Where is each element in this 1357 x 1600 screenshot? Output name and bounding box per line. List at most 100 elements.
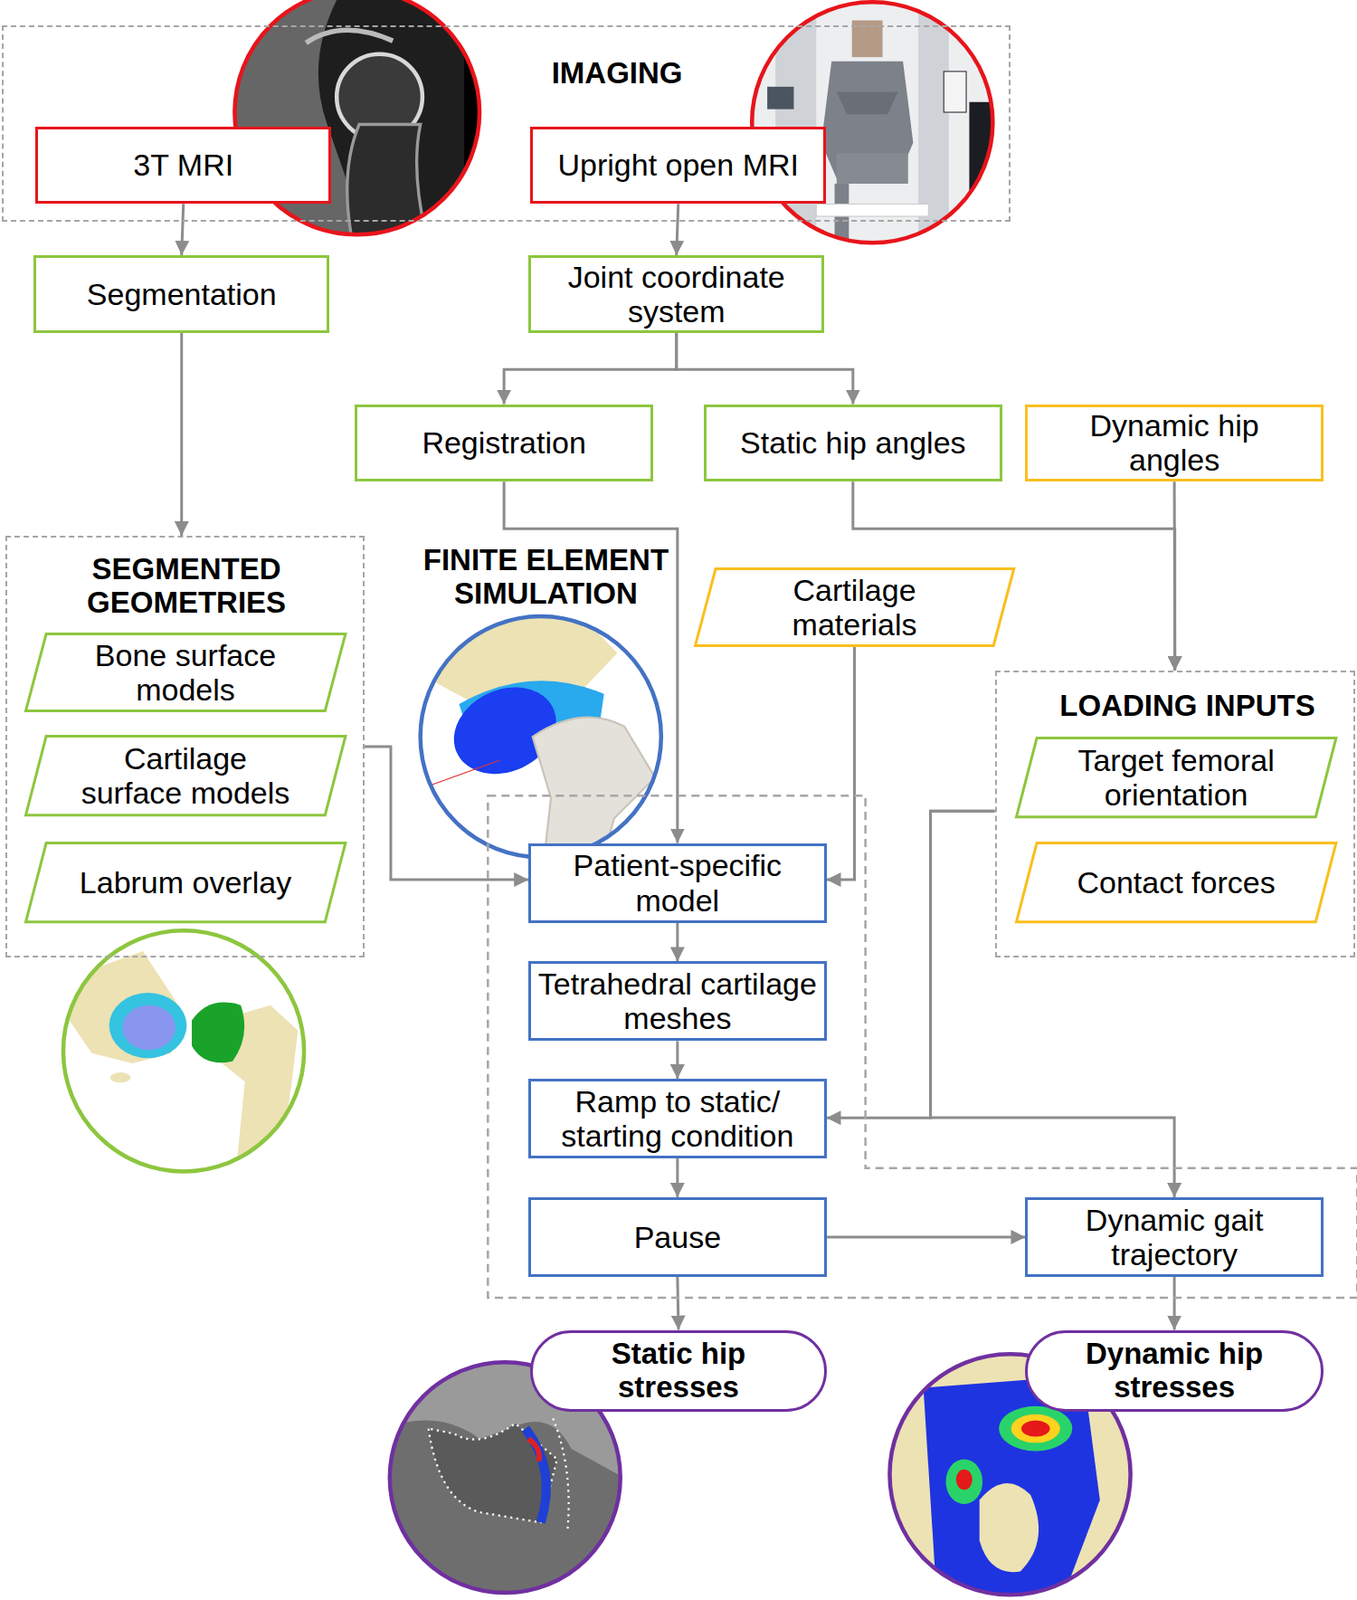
labrum-model [109,992,188,1058]
crossed-arms [836,91,899,114]
parallelogram-outline [25,843,345,922]
node-label: Joint coordinate system [536,259,817,329]
group-frame: FINITE ELEMENT SIMULATIONPatient-specifi… [413,538,1357,1300]
parallelogram-outline [25,633,345,711]
cabinet [968,102,1000,246]
connector-arrow [503,332,677,405]
connector-arrow [675,1157,679,1197]
output-pill: Static hip stresses [530,1329,826,1412]
image-frame [63,929,304,1171]
stress-contour [1011,1413,1061,1443]
process-box: Tetrahedral cartilage meshes [528,960,826,1041]
stress-hotspot [956,1469,973,1490]
connector-arrow [503,481,678,843]
process-box: Patient-specific model [528,843,826,923]
seat [816,204,929,218]
process-box: Dynamic hip angles [1024,404,1323,483]
process-box: Joint coordinate system [528,255,825,333]
stress-contour [945,1458,983,1504]
image-frame [420,616,662,857]
process-box: Segmentation [33,255,330,333]
node-label: Registration [421,425,586,460]
parallelogram-outline [1015,738,1336,817]
headphones [943,71,967,113]
node-label: Upright open MRI [558,147,799,182]
bone-region [382,1420,628,1597]
acetabular-cartilage [122,1005,176,1051]
node-label: Contact forces [1076,864,1275,900]
group-frame: IMAGING 3T MRI Upright open MRI [1,25,1010,222]
mri-scan-image [229,0,491,246]
node-label: Tetrahedral cartilage meshes [537,966,818,1035]
node-label: Static hip stresses [560,1337,797,1405]
segmented-render [63,950,298,1184]
femoral-cartilage [191,1001,245,1063]
node-label: Static hip angles [740,425,967,460]
cartilage-stress [525,1428,547,1523]
stress-hotspot [528,1438,540,1462]
connector-arrow [1173,481,1177,671]
connector-arrow [826,810,996,1118]
node-label: Cartilage surface models [72,740,299,810]
group-frame: SEGMENTED GEOMETRIES Bone surface modelsC… [5,535,365,958]
node-label: Segmentation [86,276,277,312]
data-parallelogram: Target femoral orientation [1015,736,1338,818]
group-frame: LOADING INPUTS Target femoral orientation… [995,670,1356,958]
group-heading: SEGMENTED GEOMETRIES [14,552,359,620]
scan-edge [464,0,490,246]
node-label: Dynamic hip angles [1061,408,1288,477]
data-parallelogram: Bone surface models [24,632,347,712]
bone-fragment [110,1072,132,1082]
acetabular-rim [305,29,393,43]
node-label: Target femoral orientation [1062,742,1290,812]
node-label: Cartilage materials [741,572,968,642]
process-box: Pause [528,1196,826,1277]
process-box: Dynamic gait trajectory [1024,1196,1323,1277]
process-box: Ramp to static/ starting condition [528,1078,826,1158]
control-panel [767,86,794,110]
parallelogram-outline [694,569,1014,646]
node-label: Labrum overlay [79,864,292,900]
subject-legs [836,152,909,184]
bone-outline [552,1417,569,1532]
connector-arrow [364,746,530,880]
acetabular-fossa [979,1482,1039,1572]
data-parallelogram: Cartilage surface models [24,734,347,817]
connector-arrow [1173,1276,1177,1330]
connector-arrow [675,922,679,962]
connector-arrow [180,332,183,536]
data-parallelogram: Cartilage materials [693,567,1016,647]
data-parallelogram: Contact forces [1015,841,1338,923]
group-heading: FINITE ELEMENT SIMULATION [409,543,682,611]
stress-hotspot [1021,1420,1051,1437]
group-heading: IMAGING [436,56,798,90]
stress-contour [998,1405,1073,1452]
node-label: Bone surface models [72,637,299,707]
connector-arrow [826,1234,1026,1238]
photo-background [749,0,996,246]
connector-arrow [826,646,855,880]
connector-arrow [676,203,679,256]
connector-arrow [677,1276,679,1330]
parallelogram-outline [25,735,345,815]
group-heading: LOADING INPUTS [1015,689,1357,723]
upright-mri-photo [749,0,1000,246]
bone-outline [428,1423,558,1522]
node-label: Patient-specific model [537,847,818,917]
node-label: 3T MRI [132,147,234,182]
node-label: Ramp to static/ starting condition [537,1083,818,1153]
process-box: Registration [354,404,653,483]
femur-shaft [347,124,429,246]
image-frame [751,1,993,243]
parallelogram-outline [1015,843,1336,922]
connector-arrow [675,1040,679,1079]
data-parallelogram: Labrum overlay [24,841,347,923]
process-box: 3T MRI [35,126,332,205]
output-pill: Dynamic hip stresses [1024,1329,1323,1412]
axis-line [423,759,501,788]
node-label: Dynamic gait trajectory [1034,1202,1315,1272]
connector-arrow [676,332,854,405]
node-label: Pause [634,1219,722,1254]
connector-arrow [181,203,184,256]
